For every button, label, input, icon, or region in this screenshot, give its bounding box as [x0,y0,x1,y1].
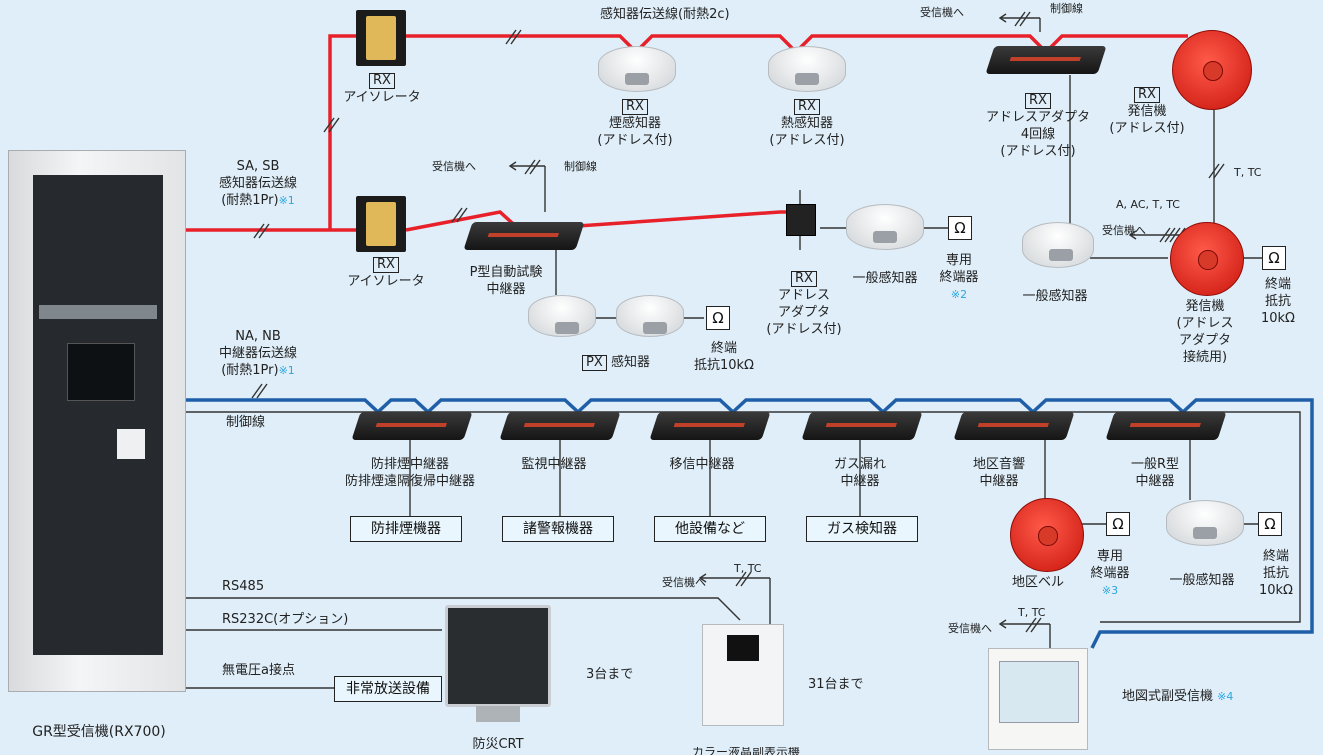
box-alarm-equipment: 諸警報機器 [502,516,614,542]
t-tc-label-1: T, TC [1234,166,1262,179]
call-point-adapter [1170,222,1244,296]
isolator-top [356,10,406,66]
gr-receiver-cabinet [8,150,186,692]
heat-detector [768,46,846,92]
disaster-crt-monitor [445,605,551,722]
area-bell-label: 地区ベル [1011,575,1064,590]
repeater-smoke [351,412,473,440]
end-resistor-1-label: 終端抵抗10kΩ [693,341,754,373]
t-tc-label-2: T, TC [734,562,762,575]
detector-line-label: 感知器伝送線(耐熱2c) [600,7,730,22]
repeater-monitor [499,412,621,440]
repeater-sound [953,412,1075,440]
terminator-omega-2: Ω [948,216,972,240]
general-detector-2 [1022,222,1094,268]
to-receiver-3: 受信機へ [1102,224,1146,237]
map-sub-receiver-label: 地図式副受信機 ※4 [1122,689,1234,704]
px-detector-label: PX 感知器 [566,354,666,371]
terminator-omega-3: Ω [1262,246,1286,270]
box-other-equipment: 他設備など [654,516,766,542]
repeater-transfer [649,412,771,440]
general-detector-3 [1166,500,1244,546]
repeater-sound-label: 地区音響中継器 [972,457,1025,489]
rs232c-label: RS232C(オプション) [222,612,349,627]
p-type-test-repeater [463,222,585,250]
sub-display-label: カラー液晶副表示機 [691,747,800,755]
address-adapter-4ch [985,46,1107,74]
dry-contact-label: 無電圧a接点 [222,663,295,678]
crt-label: 防災CRT [472,737,524,752]
smoke-detector [598,46,676,92]
a-ac-t-tc-label: A, AC, T, TC [1116,198,1180,211]
general-detector-3-label: 一般感知器 [1169,573,1235,588]
px-detector-2 [616,295,684,337]
px-detector-1 [528,295,596,337]
general-detector-1-label: 一般感知器 [852,271,918,286]
box-smoke-equipment: 防排煙機器 [350,516,462,542]
terminator-omega-1: Ω [706,306,730,330]
repeater-smoke-label: 防排煙中継器防排煙遠隔復帰中継器 [344,457,475,489]
t-tc-label-3: T, TC [1018,606,1046,619]
area-bell [1010,498,1084,572]
to-receiver-1: 受信機へ [920,6,964,19]
repeater-general-r-label: 一般R型中継器 [1130,457,1180,489]
repeater-gas-label: ガス漏れ中継器 [833,457,886,489]
general-detector-1 [846,204,924,250]
map-sub-receiver [988,648,1088,750]
terminator-omega-5: Ω [1258,512,1282,536]
dedicated-terminator-1-label: 専用終端器※2 [939,253,979,301]
repeater-transfer-label: 移信中継器 [669,457,735,472]
control-line-2: 制御線 [226,415,266,430]
general-detector-2-label: 一般感知器 [1022,289,1088,304]
to-receiver-5: 受信機へ [948,622,992,635]
control-line-3: 制御線 [564,160,597,173]
control-line-1: 制御線 [1050,2,1083,15]
repeater-wire [186,398,1314,649]
sub-count-label: 31台まで [808,677,864,692]
to-receiver-2: 受信機へ [432,160,476,173]
address-adapter-module [786,204,816,236]
repeater-monitor-label: 監視中継器 [521,457,587,472]
p-repeater-label: P型自動試験中継器 [469,265,543,297]
terminator-omega-4: Ω [1106,512,1130,536]
receiver-label: GR型受信機(RX700) [32,724,166,740]
call-point-addressed [1172,30,1252,110]
repeater-general-r [1105,412,1227,440]
dedicated-terminator-3-label: 専用終端器※3 [1090,549,1130,597]
color-lcd-sub-display [702,624,784,726]
repeater-gas [801,412,923,440]
crt-count-label: 3台まで [586,667,634,682]
isolator-mid [356,196,406,252]
box-emergency-broadcast: 非常放送設備 [334,676,442,702]
rs485-label: RS485 [222,579,265,594]
call-point-adapter-label: 発信機(アドレスアダプタ接続用) [1176,299,1234,365]
to-receiver-4: 受信機へ [662,576,706,589]
box-gas-detector: ガス検知器 [806,516,918,542]
